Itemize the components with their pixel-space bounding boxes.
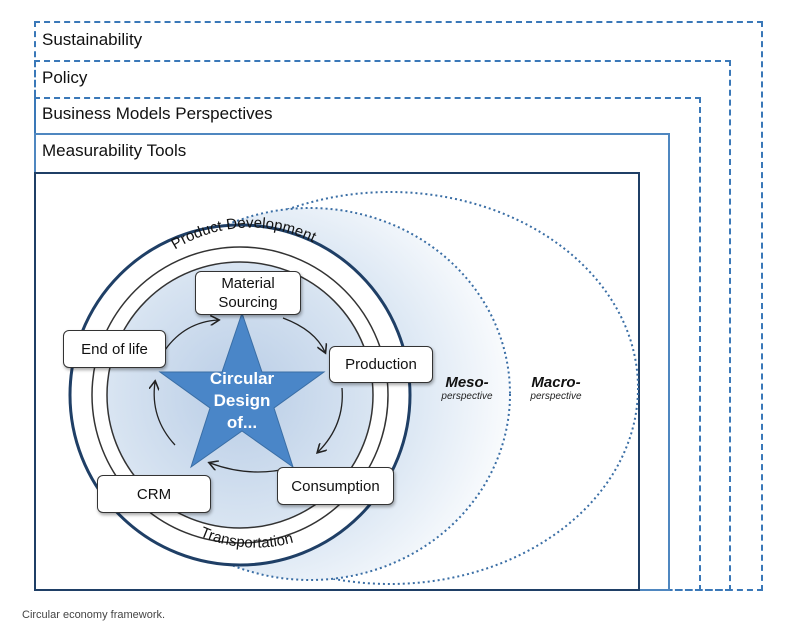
measurability-label: Measurability Tools: [42, 141, 187, 160]
star-label-line3: of...: [226, 413, 258, 432]
figure-caption: Circular economy framework.: [22, 609, 166, 621]
node-production: Production: [329, 346, 433, 383]
arrow-crm-to-endoflife: [154, 382, 176, 446]
node-consumption: Consumption: [277, 467, 394, 505]
node-material-sourcing-line1: Material: [221, 275, 275, 292]
node-end-of-life-label: End of life: [81, 340, 148, 358]
node-end-of-life: End of life: [63, 330, 166, 368]
arrow-production-to-consumption: [318, 387, 343, 452]
node-consumption-label: Consumption: [291, 477, 380, 495]
node-material-sourcing-line2: Sourcing: [218, 294, 278, 311]
node-production-label: Production: [345, 356, 417, 373]
macro-subtitle: perspective: [530, 391, 582, 402]
policy-label: Policy: [42, 68, 88, 87]
star-label-line2: Design: [213, 391, 271, 410]
arrow-sourcing-to-production: [282, 317, 325, 352]
macro-title: Macro-: [531, 374, 581, 391]
node-crm: CRM: [97, 475, 211, 513]
business-models-label: Business Models Perspectives: [42, 104, 273, 123]
circular-design-star: [158, 311, 326, 469]
arrow-endoflife-to-sourcing: [164, 320, 218, 351]
macro-perspective-label: Macro- perspective: [518, 374, 594, 402]
node-crm-label: CRM: [136, 485, 172, 503]
inner-frame: [34, 172, 640, 591]
node-material-sourcing: Material Sourcing: [195, 271, 301, 315]
meso-title: Meso-: [445, 374, 489, 391]
star-label: Circular Design of...: [192, 368, 292, 434]
sustainability-label: Sustainability: [42, 30, 143, 49]
star-label-line1: Circular: [209, 369, 275, 388]
meso-perspective-label: Meso- perspective: [432, 374, 502, 402]
meso-subtitle: perspective: [441, 391, 493, 402]
